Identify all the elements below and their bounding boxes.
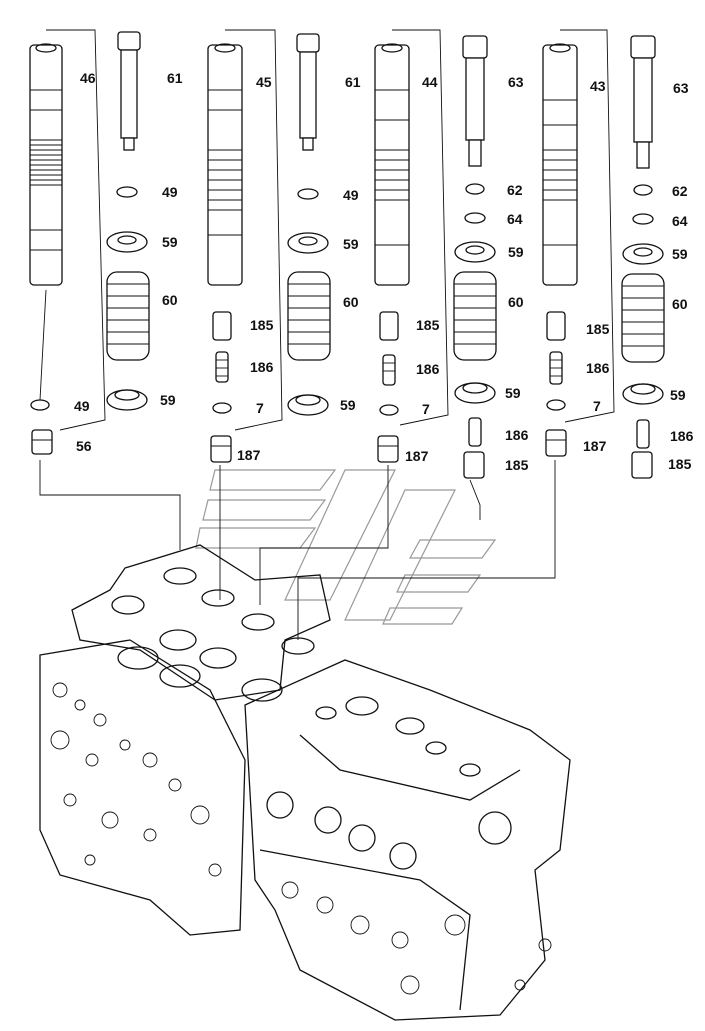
callout-185-d: 185 bbox=[586, 321, 610, 337]
plug-187-b bbox=[377, 435, 399, 463]
rod-61-b bbox=[296, 33, 320, 151]
leader-lines bbox=[39, 29, 615, 640]
spring-186-a bbox=[215, 351, 229, 383]
spring-186-d bbox=[549, 351, 563, 385]
seat-59-f bbox=[454, 382, 496, 404]
callout-7-b: 7 bbox=[422, 401, 430, 417]
callout-187-b: 187 bbox=[405, 448, 429, 464]
callout-59-a: 59 bbox=[162, 234, 178, 250]
callout-49-c: 49 bbox=[343, 187, 359, 203]
seat-59-d bbox=[287, 394, 329, 416]
piece-185-b bbox=[379, 311, 399, 341]
seat-59-e bbox=[454, 241, 496, 263]
callout-60-a: 60 bbox=[162, 292, 178, 308]
ring-62-a bbox=[465, 183, 485, 195]
callout-7-a: 7 bbox=[256, 400, 264, 416]
callout-187-c: 187 bbox=[583, 438, 607, 454]
oring-7-c bbox=[546, 399, 566, 411]
spring-60-d bbox=[621, 273, 665, 363]
seat-59-a bbox=[106, 231, 148, 253]
callout-63-b: 63 bbox=[673, 80, 689, 96]
callout-61-b: 61 bbox=[345, 74, 361, 90]
callout-59-e: 59 bbox=[508, 244, 524, 260]
callout-62-a: 62 bbox=[507, 182, 523, 198]
spring-60-b bbox=[287, 271, 331, 361]
plug-187-a bbox=[210, 435, 232, 463]
oring-49-a bbox=[116, 186, 138, 198]
spring-60-c bbox=[453, 271, 497, 361]
callout-59-c: 59 bbox=[343, 236, 359, 252]
rod-61-a bbox=[117, 31, 141, 151]
callout-45: 45 bbox=[256, 74, 272, 90]
callout-186-c: 186 bbox=[505, 427, 529, 443]
oring-49-b bbox=[30, 399, 50, 411]
callout-7-c: 7 bbox=[593, 398, 601, 414]
seat-59-g bbox=[622, 243, 664, 265]
callout-49-a: 49 bbox=[162, 184, 178, 200]
piece-185-d bbox=[546, 311, 566, 341]
spool-45 bbox=[207, 43, 243, 286]
oring-7-a bbox=[212, 402, 232, 414]
callout-185-a: 185 bbox=[250, 317, 274, 333]
callout-185-e: 185 bbox=[668, 456, 692, 472]
callout-185-c: 185 bbox=[505, 457, 529, 473]
callout-43: 43 bbox=[590, 78, 606, 94]
ring-62-b bbox=[633, 184, 653, 196]
seat-59-b bbox=[106, 389, 148, 411]
piece-185-a bbox=[212, 311, 232, 341]
rod-63-a bbox=[462, 35, 488, 167]
callout-187-a: 187 bbox=[237, 447, 261, 463]
callout-60-b: 60 bbox=[343, 294, 359, 310]
callout-186-b: 186 bbox=[416, 361, 440, 377]
callouts: 46 61 49 59 60 49 59 56 45 61 49 59 60 1… bbox=[74, 70, 694, 473]
callout-64-b: 64 bbox=[672, 213, 688, 229]
callout-46: 46 bbox=[80, 70, 96, 86]
oring-7-b bbox=[379, 404, 399, 416]
piece-185-c bbox=[463, 451, 485, 479]
ring-64-a bbox=[464, 212, 486, 224]
callout-186-a: 186 bbox=[250, 359, 274, 375]
callout-64-a: 64 bbox=[507, 211, 523, 227]
callout-49-b: 49 bbox=[74, 398, 90, 414]
callout-60-c: 60 bbox=[508, 294, 524, 310]
callout-186-d: 186 bbox=[586, 360, 610, 376]
callout-59-d: 59 bbox=[340, 397, 356, 413]
callout-62-b: 62 bbox=[672, 183, 688, 199]
callout-186-e: 186 bbox=[670, 428, 694, 444]
valve-body-icon bbox=[39, 544, 571, 1021]
spring-60-a bbox=[106, 271, 150, 361]
callout-59-b: 59 bbox=[160, 392, 176, 408]
piece-185-e bbox=[631, 451, 653, 479]
spring-186-b bbox=[382, 354, 396, 386]
seat-59-c bbox=[287, 232, 329, 254]
spring-186-e bbox=[636, 419, 650, 449]
callout-59-g: 59 bbox=[672, 246, 688, 262]
spool-46 bbox=[29, 43, 63, 286]
callout-56: 56 bbox=[76, 438, 92, 454]
spring-186-c bbox=[468, 417, 482, 447]
callout-61-a: 61 bbox=[167, 70, 183, 86]
rod-63-b bbox=[630, 35, 656, 169]
callout-63-a: 63 bbox=[508, 74, 524, 90]
spool-icon bbox=[30, 89, 62, 251]
callout-44: 44 bbox=[422, 74, 438, 90]
ring-64-b bbox=[632, 213, 654, 225]
callout-185-b: 185 bbox=[416, 317, 440, 333]
plug-56 bbox=[31, 429, 53, 455]
callout-59-h: 59 bbox=[670, 387, 686, 403]
seat-59-h bbox=[622, 383, 664, 405]
callout-60-d: 60 bbox=[672, 296, 688, 312]
plug-187-c bbox=[545, 429, 567, 457]
oring-49-c bbox=[297, 188, 319, 200]
spool-43 bbox=[542, 43, 578, 286]
callout-59-f: 59 bbox=[505, 385, 521, 401]
spool-44 bbox=[374, 43, 410, 286]
watermark-logo-icon bbox=[195, 469, 497, 625]
